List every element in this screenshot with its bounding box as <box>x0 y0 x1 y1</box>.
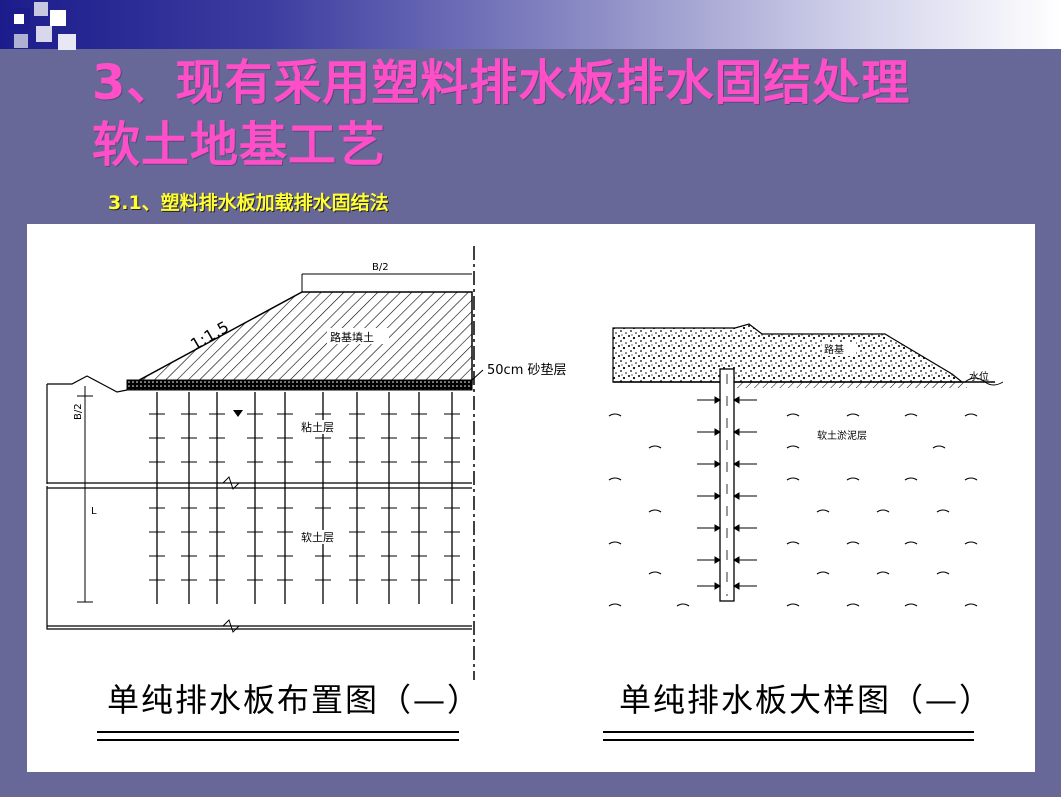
water-level-label: 水位 <box>969 370 989 383</box>
engineering-drawing: B/2 1:1.5 路基填土 50cm 砂垫层 B/2 L <box>46 246 1004 741</box>
left-diagram-caption: 单纯排水板布置图（—） <box>107 681 481 719</box>
right-diagram-caption: 单纯排水板大样图（—） <box>619 681 993 719</box>
slide-subtitle: 3.1、塑料排水板加载排水固结法 <box>108 192 389 214</box>
slide-title-line2: 软土地基工艺 <box>92 117 387 173</box>
embankment-fill-label: 路基填土 <box>330 330 374 344</box>
right-detail-drawing: 路基 水位 <box>603 323 1004 741</box>
svg-text:L: L <box>91 506 97 517</box>
surcharge-fill <box>612 323 964 383</box>
soft-soil-label: 软土淤泥层 <box>817 429 867 442</box>
sand-cushion-label: 50cm 砂垫层 <box>487 362 567 378</box>
slide-title: 3、现有采用塑料排水板排水固结处理 软土地基工艺 <box>92 52 910 176</box>
embankment-width-label: B/2 <box>372 262 389 273</box>
lower-soil-label: 软土层 <box>301 530 334 544</box>
fill-label: 路基 <box>824 343 844 356</box>
title-bar-gradient <box>0 0 1061 49</box>
slide-logo-squares <box>0 0 90 60</box>
left-layout-drawing: B/2 1:1.5 路基填土 50cm 砂垫层 B/2 L <box>46 246 567 741</box>
upper-soil-label: 粘土层 <box>301 420 334 434</box>
diagram-panel: B/2 1:1.5 路基填土 50cm 砂垫层 B/2 L <box>27 224 1035 772</box>
slide-title-line1: 3、现有采用塑料排水板排水固结处理 <box>92 55 911 111</box>
embankment-fill <box>131 291 473 385</box>
drain-board-lines <box>156 392 453 604</box>
svg-text:B/2: B/2 <box>73 403 84 420</box>
sand-cushion-layer <box>126 379 473 391</box>
